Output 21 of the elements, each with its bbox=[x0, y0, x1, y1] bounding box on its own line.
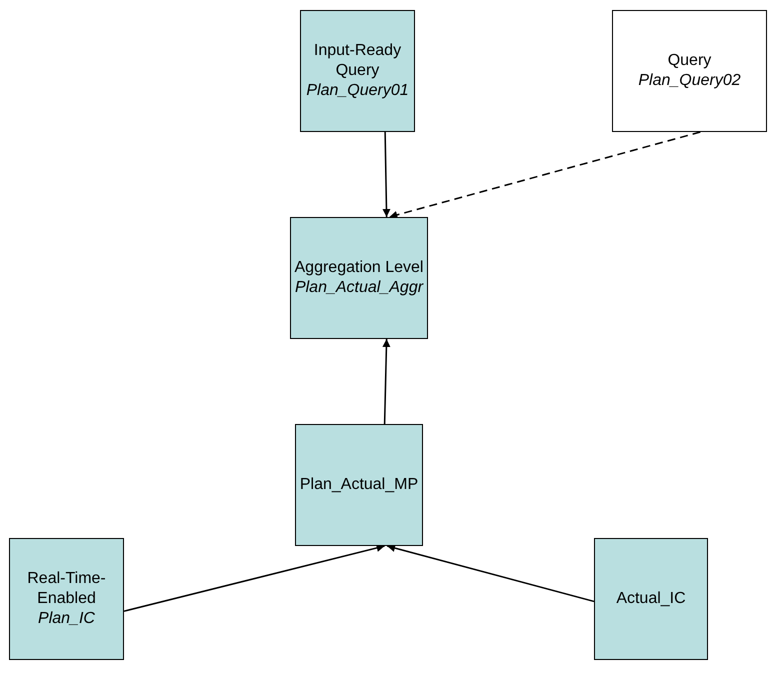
process-box bbox=[290, 217, 428, 339]
node-label: Aggregation Level bbox=[294, 258, 424, 278]
process-box bbox=[295, 424, 423, 546]
process-box bbox=[300, 10, 415, 132]
object-name: Plan_Actual_Aggr bbox=[294, 278, 424, 298]
node-label: Query bbox=[668, 51, 712, 71]
process-box bbox=[9, 538, 124, 660]
node-label: Input-Ready Query bbox=[312, 41, 402, 81]
arrow bbox=[382, 132, 390, 218]
process-box bbox=[594, 538, 708, 660]
arrow bbox=[389, 131, 701, 219]
object-name: Plan_Query02 bbox=[638, 71, 741, 91]
arrow bbox=[386, 544, 594, 602]
object-name: Plan_Query01 bbox=[306, 81, 409, 101]
node-label: Real-Time-Enabled bbox=[26, 569, 107, 609]
object-name: Plan_IC bbox=[38, 609, 95, 629]
process-box bbox=[612, 10, 767, 132]
arrow bbox=[124, 544, 385, 612]
node-label: Actual_IC bbox=[616, 589, 686, 609]
node-label: Plan_Actual_MP bbox=[300, 475, 418, 495]
arrow bbox=[382, 338, 390, 424]
